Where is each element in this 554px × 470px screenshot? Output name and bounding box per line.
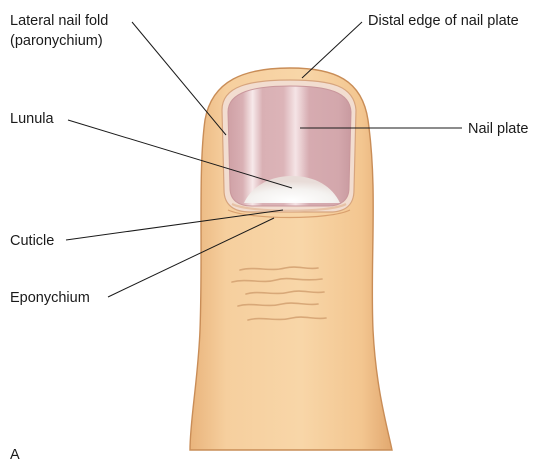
label-nail-plate: Nail plate [468,121,528,137]
label-lunula: Lunula [10,111,54,127]
leader-lateral-nail-fold [132,22,226,135]
label-lateral-nail-fold-2: (paronychium) [10,33,103,49]
leader-distal-edge [302,22,362,78]
label-eponychium: Eponychium [10,290,90,306]
panel-letter: A [10,447,20,463]
label-distal-edge: Distal edge of nail plate [368,13,519,29]
label-lateral-nail-fold-1: Lateral nail fold [10,13,108,29]
label-cuticle: Cuticle [10,233,54,249]
